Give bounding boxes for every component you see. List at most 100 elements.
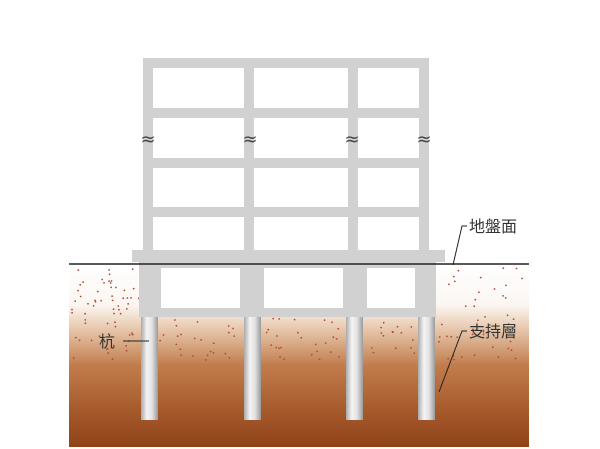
- soil-particle: [493, 288, 496, 290]
- soil-particle: [159, 339, 162, 342]
- soil-particle: [400, 332, 403, 334]
- bearing-layer-leader: [438, 330, 467, 393]
- soil-particle: [515, 267, 518, 270]
- pile-2: [244, 316, 261, 420]
- soil-particle: [507, 347, 510, 350]
- soil-particle: [110, 286, 112, 289]
- soil-particle: [114, 321, 116, 324]
- soil-particle: [108, 273, 111, 276]
- soil-particle: [108, 269, 110, 271]
- soil-particle: [227, 325, 230, 327]
- soil-particle: [502, 267, 505, 270]
- soil-particle: [337, 327, 340, 330]
- soil-particle: [323, 319, 326, 322]
- soil-particle: [72, 357, 75, 359]
- soil-particle: [453, 358, 455, 361]
- soil-particle: [106, 348, 108, 350]
- soil-particle: [453, 280, 456, 283]
- soil-particle: [438, 340, 440, 343]
- soil-particle: [280, 346, 282, 349]
- soil-particle: [227, 331, 230, 334]
- soil-particles: [71, 267, 523, 361]
- soil-particle: [125, 308, 128, 310]
- soil-particle: [179, 348, 182, 351]
- soil-particle: [410, 347, 412, 349]
- soil-particle: [456, 336, 459, 338]
- frame-column: [143, 58, 153, 252]
- soil-particle: [109, 282, 112, 284]
- soil-particle: [297, 331, 299, 334]
- soil-particle: [94, 301, 97, 303]
- soil-particle: [473, 354, 476, 357]
- soil-particle: [380, 326, 382, 329]
- soil-particle: [484, 316, 486, 318]
- soil-particle: [276, 335, 278, 337]
- soil-particle: [502, 295, 504, 297]
- soil-particle: [111, 299, 114, 302]
- soil-particle: [324, 342, 327, 344]
- frame-beam: [143, 207, 429, 217]
- soil-particle: [464, 305, 467, 307]
- soil-particle: [131, 332, 133, 335]
- soil-particle: [279, 356, 281, 358]
- soil-particle: [74, 300, 77, 302]
- soil-particle: [106, 322, 109, 325]
- soil-particle: [472, 328, 474, 331]
- soil-particle: [382, 321, 385, 324]
- soil-particle: [338, 355, 340, 358]
- soil-particle: [128, 334, 131, 336]
- frame-beam: [143, 58, 429, 68]
- soil-particle: [507, 323, 510, 325]
- frame-beam: [143, 108, 429, 118]
- continuation-marks: ≈ ≈ ≈ ≈: [140, 129, 431, 150]
- soil-particle: [77, 289, 79, 292]
- soil-particle: [192, 355, 195, 357]
- soil-particle: [212, 342, 215, 345]
- soil-particle: [196, 321, 199, 323]
- soil-particle: [180, 354, 183, 357]
- frame-column: [244, 58, 254, 252]
- soil-particle: [176, 335, 179, 337]
- soil-particle: [370, 347, 373, 349]
- soil-particle: [71, 311, 73, 314]
- soil-particle: [510, 349, 513, 352]
- soil-particle: [452, 275, 455, 278]
- soil-particle: [125, 349, 128, 352]
- soil-particle: [94, 299, 96, 302]
- soil-particle: [382, 334, 385, 337]
- pile-4: [418, 316, 435, 420]
- soil-particle: [84, 319, 87, 321]
- frame-column: [419, 58, 429, 252]
- soil-particle: [114, 325, 117, 328]
- soil-particle: [504, 297, 507, 299]
- building-frame: [132, 58, 445, 262]
- soil-particle: [475, 328, 478, 331]
- soil-particle: [509, 340, 512, 343]
- soil-particle: [506, 314, 509, 317]
- soil-particle: [411, 339, 414, 341]
- soil-particle: [127, 303, 130, 305]
- soil-particle: [193, 337, 196, 340]
- soil-particle: [278, 318, 280, 320]
- soil-particle: [300, 336, 303, 339]
- soil-particle: [233, 335, 236, 337]
- soil-particle: [110, 280, 113, 282]
- ground-slab: [132, 250, 445, 262]
- soil-particle: [372, 351, 375, 354]
- leader-lines: [123, 225, 467, 393]
- soil-particle: [115, 286, 117, 289]
- soil-particle: [270, 344, 273, 346]
- soil-particle: [505, 284, 507, 287]
- frame-column: [348, 58, 358, 252]
- foundation-openings: [161, 268, 415, 308]
- soil-particle: [413, 352, 416, 354]
- soil-particle: [380, 332, 383, 334]
- frame-beam: [143, 158, 429, 168]
- soil-particle: [123, 289, 126, 292]
- soil-particle: [283, 358, 285, 360]
- soil-particle: [438, 336, 441, 338]
- soil-particle: [329, 351, 332, 353]
- soil-particle: [90, 339, 93, 342]
- soil-particle: [174, 319, 176, 321]
- continuation-mark-icon: ≈: [416, 129, 431, 150]
